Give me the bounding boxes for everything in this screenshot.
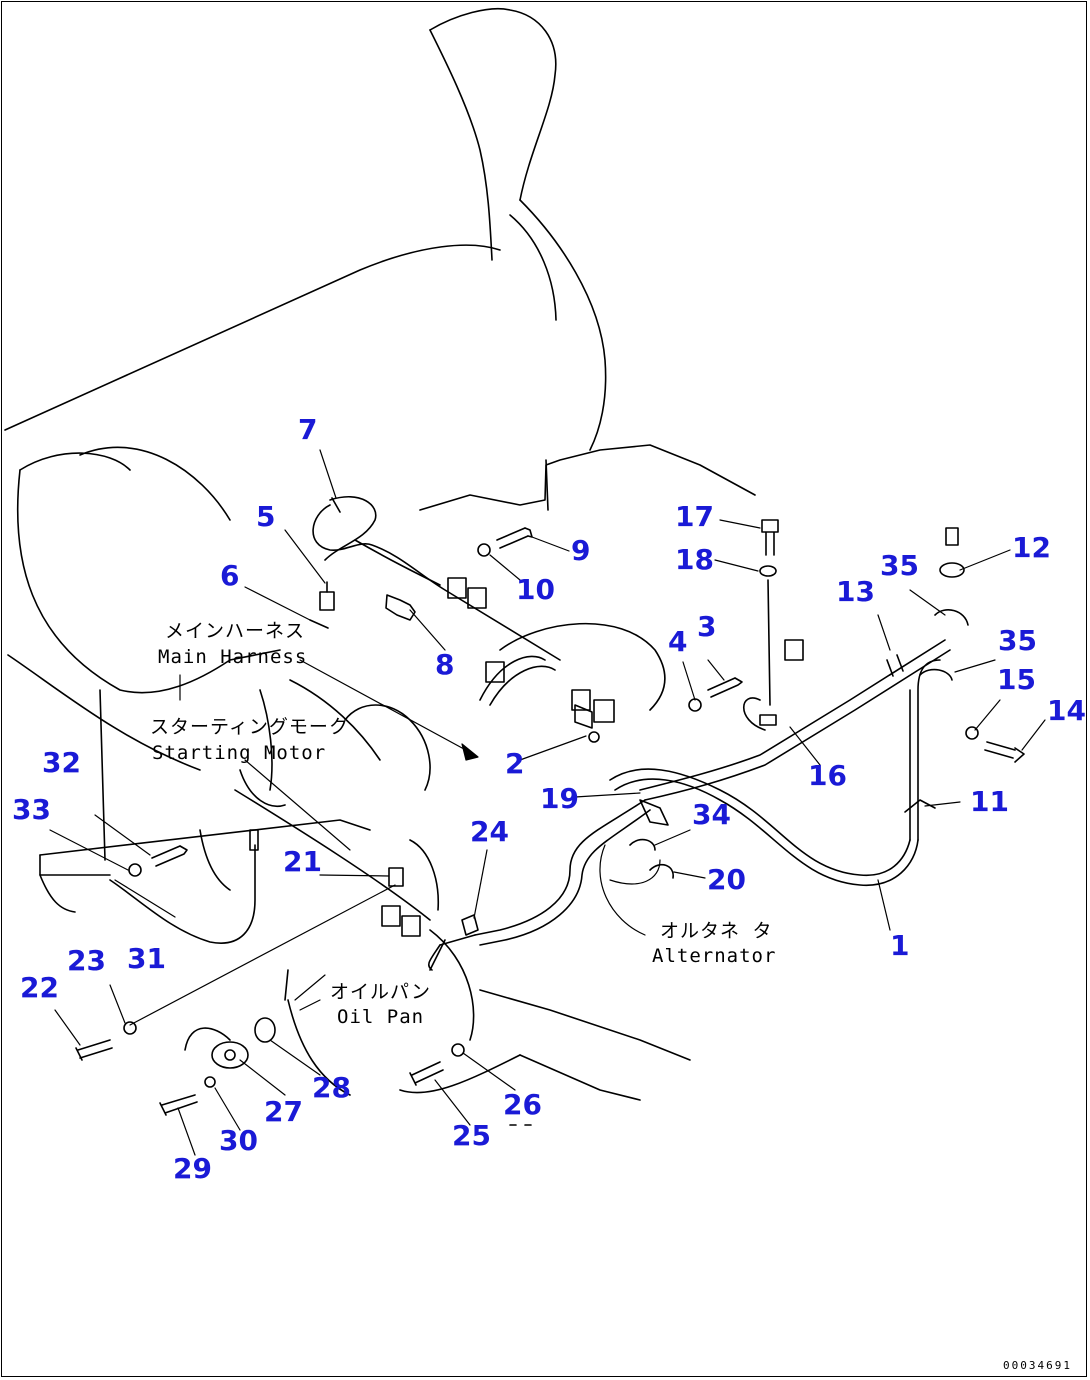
callout-26: 26 (503, 1088, 542, 1121)
callout-30: 30 (219, 1124, 258, 1157)
callout-34: 34 (692, 798, 731, 831)
callout-35a: 35 (880, 549, 919, 582)
callout-2: 2 (505, 747, 525, 780)
engine-outline (39, 444, 756, 1101)
callout-27: 27 (264, 1095, 303, 1128)
callout-33: 33 (12, 793, 51, 826)
starting-motor-label-en: Starting Motor (152, 742, 327, 764)
callout-12: 12 (1012, 531, 1051, 564)
starting-motor-label-jp: スターティングモーク (150, 716, 349, 738)
callout-5: 5 (256, 500, 276, 533)
alternator-label-en: Alternator (652, 945, 777, 967)
callout-1: 1 (890, 929, 910, 962)
callout-17: 17 (675, 500, 714, 533)
callout-15: 15 (997, 663, 1036, 696)
callout-21: 21 (283, 845, 322, 878)
callout-13: 13 (836, 575, 875, 608)
callout-31: 31 (127, 942, 166, 975)
callout-11: 11 (970, 785, 1009, 818)
callout-16: 16 (808, 759, 847, 792)
callout-23: 23 (67, 944, 106, 977)
callout-10: 10 (516, 573, 555, 606)
muffler-outline (4, 7, 607, 771)
callout-6: 6 (220, 559, 240, 592)
callout-24: 24 (470, 815, 509, 848)
callout-25: 25 (452, 1119, 491, 1152)
callout-18: 18 (675, 543, 714, 576)
leader-lines (49, 449, 1046, 1156)
callout-28: 28 (312, 1071, 351, 1104)
main-harness-label-jp: メインハーネス (165, 620, 306, 642)
callout-3: 3 (697, 610, 717, 643)
callout-14: 14 (1047, 694, 1086, 727)
callout-7: 7 (298, 413, 318, 446)
callout-20: 20 (707, 863, 746, 896)
callout-19: 19 (540, 782, 579, 815)
oil-pan-label-jp: オイルパン (330, 981, 431, 1003)
alternator-label-jp: オルタネ タ (660, 920, 773, 942)
callout-9: 9 (571, 534, 591, 567)
main-harness (312, 495, 951, 971)
oil-pan-label-en: Oil Pan (337, 1006, 425, 1028)
drawing-id: 00034691 (1003, 1359, 1072, 1372)
connectors-and-fasteners (75, 497, 1025, 1126)
callout-32: 32 (42, 746, 81, 779)
callout-29: 29 (173, 1152, 212, 1185)
callout-4: 4 (668, 625, 688, 658)
callout-22: 22 (20, 971, 59, 1004)
main-harness-label-en: Main Harness (158, 646, 308, 668)
callout-8: 8 (435, 648, 455, 681)
callout-35b: 35 (998, 624, 1037, 657)
